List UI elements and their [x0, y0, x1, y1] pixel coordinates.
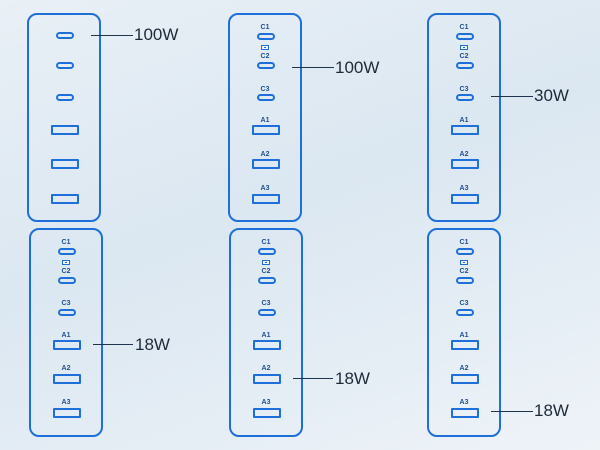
port-label-a3: A3	[459, 185, 469, 192]
port-label-c2: C2	[459, 53, 469, 60]
usb-a-port-2	[252, 159, 280, 169]
power-delivery-icon	[62, 260, 70, 265]
usb-a-port-1	[252, 125, 280, 135]
usb-c-port-1	[58, 248, 76, 255]
port-label-a2: A2	[61, 365, 71, 372]
port-label-c2: C2	[459, 268, 469, 275]
usb-c-port-3	[456, 94, 474, 101]
leader-line-1	[91, 35, 133, 36]
port-label-a1: A1	[261, 332, 271, 339]
usb-c-port-3	[257, 94, 275, 101]
charger-panel-6: C1 C2 C3 A1 A2 A3	[427, 228, 501, 437]
usb-c-port-1	[56, 32, 74, 39]
port-label-c2: C2	[260, 53, 270, 60]
usb-c-port-3	[258, 309, 276, 316]
usb-c-port-2	[56, 62, 74, 69]
usb-a-port-1	[253, 340, 281, 350]
leader-line-4	[93, 344, 133, 345]
port-label-c2: C2	[261, 268, 271, 275]
usb-c-port-2	[58, 277, 76, 284]
power-delivery-icon	[261, 45, 269, 50]
usb-c-port-3	[456, 309, 474, 316]
power-delivery-icon	[460, 45, 468, 50]
charger-panel-3: C1 C2 C3 A1 A2 A3	[427, 13, 501, 222]
usb-a-port-3	[51, 194, 79, 204]
usb-c-port-2	[257, 62, 275, 69]
leader-line-3	[491, 96, 533, 97]
usb-c-port-1	[258, 248, 276, 255]
port-label-a1: A1	[459, 117, 469, 124]
usb-a-port-1	[53, 340, 81, 350]
usb-a-port-2	[451, 159, 479, 169]
usb-c-port-1	[456, 33, 474, 40]
usb-c-port-3	[58, 309, 76, 316]
usb-c-port-1	[257, 33, 275, 40]
usb-a-port-2	[51, 159, 79, 169]
watt-label-5: 18W	[335, 369, 370, 388]
port-label-c3: C3	[261, 300, 271, 307]
usb-a-port-2	[253, 374, 281, 384]
usb-c-port-2	[258, 277, 276, 284]
watt-label-1: 100W	[134, 25, 179, 44]
usb-a-port-3	[451, 408, 479, 418]
usb-a-port-1	[51, 125, 79, 135]
usb-a-port-2	[53, 374, 81, 384]
leader-line-5	[293, 378, 333, 379]
watt-label-3: 30W	[534, 86, 569, 105]
usb-c-port-2	[456, 62, 474, 69]
usb-a-port-3	[252, 194, 280, 204]
port-label-c1: C1	[459, 239, 469, 246]
charger-panel-4: C1 C2 C3 A1 A2 A3	[29, 228, 103, 437]
usb-c-port-2	[456, 277, 474, 284]
port-label-a3: A3	[459, 399, 469, 406]
port-label-c1: C1	[61, 239, 71, 246]
charger-panel-1	[27, 13, 101, 222]
port-label-a2: A2	[260, 151, 270, 158]
usb-a-port-3	[53, 408, 81, 418]
charger-panel-5: C1 C2 C3 A1 A2 A3	[229, 228, 303, 437]
watt-label-4: 18W	[135, 335, 170, 354]
power-delivery-icon	[262, 260, 270, 265]
usb-a-port-1	[451, 340, 479, 350]
port-label-a3: A3	[261, 399, 271, 406]
port-label-c1: C1	[260, 24, 270, 31]
port-label-c1: C1	[261, 239, 271, 246]
usb-a-port-3	[451, 194, 479, 204]
port-label-a3: A3	[260, 185, 270, 192]
usb-a-port-2	[451, 374, 479, 384]
port-label-a2: A2	[459, 151, 469, 158]
usb-c-port-1	[456, 248, 474, 255]
port-label-a1: A1	[459, 332, 469, 339]
watt-label-6: 18W	[534, 401, 569, 420]
usb-a-port-3	[253, 408, 281, 418]
usb-a-port-1	[451, 125, 479, 135]
port-label-a2: A2	[459, 365, 469, 372]
leader-line-2	[292, 67, 334, 68]
port-label-a2: A2	[261, 365, 271, 372]
port-label-a1: A1	[61, 332, 71, 339]
power-delivery-icon	[460, 260, 468, 265]
port-label-c2: C2	[61, 268, 71, 275]
port-label-c3: C3	[260, 86, 270, 93]
port-label-c3: C3	[61, 300, 71, 307]
charger-panel-2: C1 C2 C3 A1 A2 A3	[228, 13, 302, 222]
port-label-c1: C1	[459, 24, 469, 31]
port-label-c3: C3	[459, 300, 469, 307]
port-label-a3: A3	[61, 399, 71, 406]
leader-line-6	[491, 411, 533, 412]
port-label-a1: A1	[260, 117, 270, 124]
port-label-c3: C3	[459, 86, 469, 93]
usb-c-port-3	[56, 94, 74, 101]
watt-label-2: 100W	[335, 58, 380, 77]
